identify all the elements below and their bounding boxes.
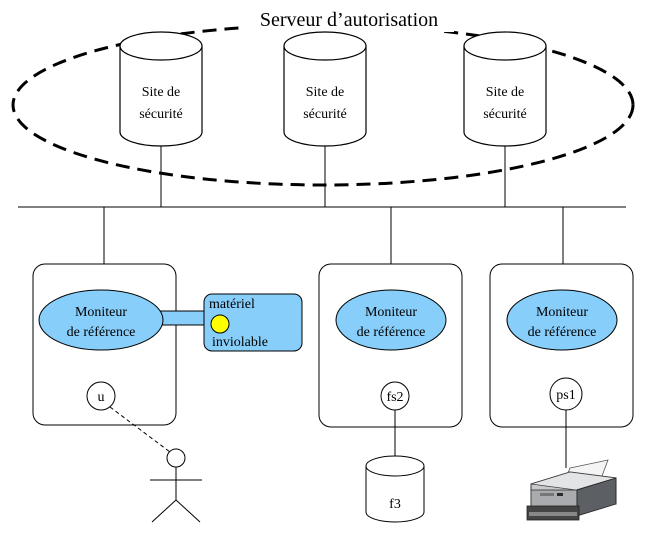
storage-label: f3 [389, 497, 401, 512]
security-site-3: Site de sécurité [463, 31, 547, 147]
monitor-label-line2: de référence [528, 325, 597, 340]
hardware-label-line1: matériel [209, 297, 255, 312]
hardware-connector [159, 310, 209, 326]
chip-icon [210, 314, 230, 334]
security-site-label-line2: sécurité [139, 107, 183, 122]
security-site-label-line1: Site de [306, 85, 345, 100]
subject-circle [86, 381, 116, 411]
user-link [109, 406, 171, 453]
monitor-label-line1: Moniteur [536, 305, 588, 320]
subject-label: fs2 [386, 390, 403, 405]
monitor-label-line1: Moniteur [365, 305, 417, 320]
security-site-2: Site de sécurité [283, 31, 367, 147]
monitor-label-line1: Moniteur [75, 305, 127, 320]
monitor-label-line2: de référence [67, 325, 136, 340]
reference-monitor [335, 289, 447, 351]
stick-figure-icon [150, 448, 202, 523]
security-site-label-line1: Site de [142, 85, 181, 100]
storage-top [365, 455, 425, 477]
subject-label: u [98, 390, 105, 405]
reference-monitor [38, 289, 164, 351]
cylinder-icon [463, 46, 547, 147]
printer-icon [526, 459, 617, 521]
reference-monitor [506, 289, 618, 351]
cylinder-top [463, 31, 547, 61]
cylinder-top [119, 31, 203, 61]
cylinder-top [283, 31, 367, 61]
cylinder-icon [283, 46, 367, 147]
node-2: Moniteur de référence fs2 f3 [318, 263, 463, 523]
subject-label: ps1 [556, 388, 575, 403]
hardware-label-line2: inviolable [212, 335, 268, 350]
node-3: Moniteur de référence ps1 [489, 263, 634, 521]
security-site-label-line2: sécurité [483, 107, 527, 122]
security-site-label-line2: sécurité [303, 107, 347, 122]
cylinder-icon [365, 466, 425, 523]
security-site-1: Site de sécurité [119, 31, 203, 147]
authorization-server-title: Serveur d’autorisation [260, 9, 438, 31]
title-background [244, 6, 454, 32]
cylinder-icon [119, 46, 203, 147]
node-1: Moniteur de référence matériel inviolabl… [32, 263, 303, 523]
tamperproof-hardware-box [203, 293, 303, 352]
network-bus [18, 146, 626, 264]
security-site-label-line1: Site de [486, 85, 525, 100]
monitor-label-line2: de référence [357, 325, 426, 340]
